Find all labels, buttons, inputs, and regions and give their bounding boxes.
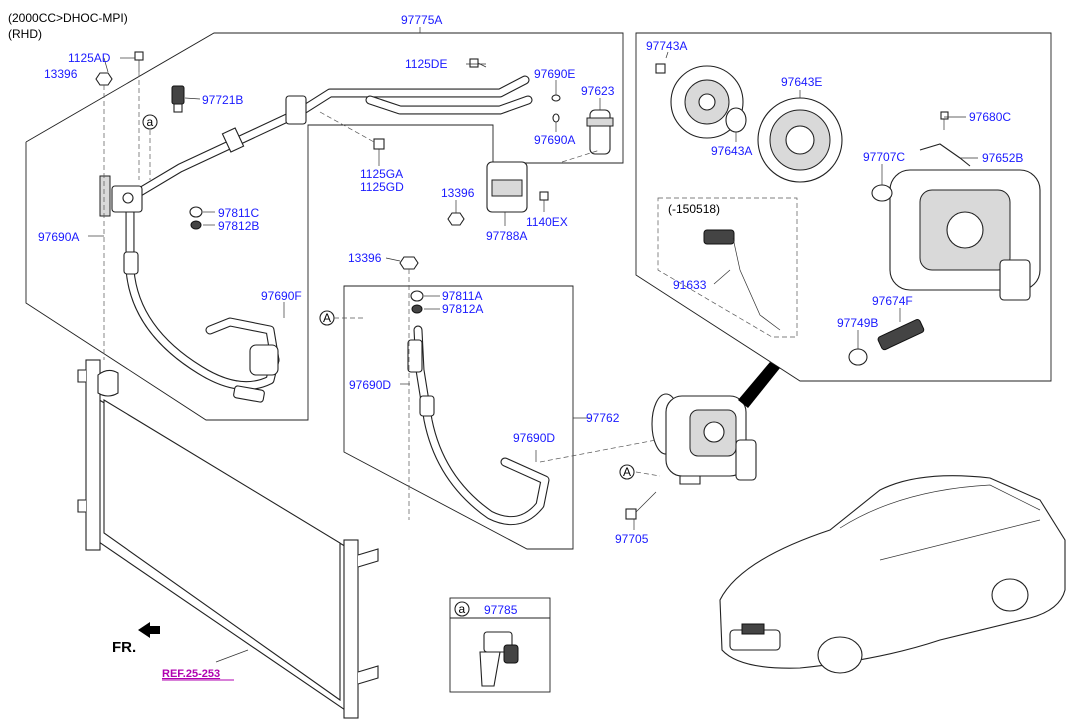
label-97690e: 97690E	[534, 67, 575, 81]
pressure-switch-97721b	[171, 85, 185, 113]
block-fitting-left	[99, 175, 143, 217]
label-97721b: 97721B	[202, 93, 243, 107]
o-ring-97690e	[551, 94, 561, 102]
ref-label[interactable]: REF.25-253	[162, 668, 220, 680]
label-97743a: 97743A	[646, 39, 687, 53]
bracket-97652b	[919, 143, 971, 167]
label-97643a: 97643A	[711, 144, 752, 158]
o-ring-97749b	[848, 348, 868, 366]
label-97707c: 97707C	[863, 150, 905, 164]
wiring-subframe	[657, 197, 798, 338]
compressor-group-frame	[635, 32, 1052, 382]
callout-a-upper	[142, 114, 158, 130]
label-150518: (-150518)	[668, 202, 720, 216]
label-91633: 91633	[673, 278, 707, 292]
guide-lines	[103, 72, 661, 520]
pulley-97643e	[757, 97, 843, 183]
label-97690d-b: 97690D	[513, 431, 555, 445]
switch-97674f	[877, 318, 925, 351]
o-ring-97812b	[190, 220, 202, 230]
label-97690a-left: 97690A	[38, 230, 79, 244]
snap-ring-97643a	[725, 107, 747, 133]
label-97690d-a: 97690D	[349, 378, 391, 392]
label-97785: 97785	[484, 603, 518, 617]
label-1125de: 1125DE	[405, 57, 447, 71]
label-13396-b: 13396	[441, 186, 475, 200]
label-97690a-top: 97690A	[534, 133, 575, 147]
condenser	[77, 359, 379, 719]
label-13396-c: 13396	[348, 251, 382, 265]
label-97788a: 97788A	[486, 229, 527, 243]
label-97643e: 97643E	[781, 75, 822, 89]
front-direction-label: FR.	[112, 639, 136, 656]
label-97652b: 97652B	[982, 151, 1023, 165]
nut-13396-upper	[95, 72, 113, 86]
label-97812b: 97812B	[218, 219, 259, 233]
callout-A-compressor	[619, 464, 635, 480]
label-1125gd: 1125GD	[360, 180, 404, 194]
receiver-drier-97623	[586, 109, 614, 155]
label-97674f: 97674F	[872, 294, 913, 308]
label-97705: 97705	[615, 532, 649, 546]
label-97775a: 97775A	[401, 13, 442, 27]
bracket-97785	[479, 631, 519, 687]
bolt-1125de	[469, 58, 487, 68]
bolt-1125ga	[373, 138, 385, 160]
callout-a-upper-text: a	[147, 115, 154, 129]
suction-hose-97762	[399, 256, 550, 526]
cap-97707c	[871, 184, 893, 202]
clutch-plate-97743a	[670, 65, 744, 139]
callout-A-left-text: A	[323, 311, 331, 325]
bolt-97743a	[655, 63, 666, 74]
label-1125ad: 1125AD	[68, 51, 111, 65]
label-97680c: 97680C	[969, 110, 1011, 124]
vehicle-illustration	[719, 475, 1066, 674]
hose-assembly-frame	[25, 32, 624, 421]
compressor-body-group	[889, 169, 1041, 301]
detail-arrow	[738, 362, 780, 408]
label-13396-a: 13396	[44, 67, 78, 81]
bolt-97705	[625, 491, 657, 520]
label-97749b: 97749B	[837, 316, 878, 330]
callout-box-97785	[449, 597, 551, 693]
discharge-hose-loop	[123, 200, 280, 403]
leader-lines	[88, 51, 978, 663]
o-ring-97811c	[189, 206, 203, 218]
harness-91633	[703, 229, 781, 331]
liquid-pipe-upper	[113, 75, 533, 210]
label-97811c: 97811C	[218, 206, 259, 220]
callout-A-compressor-text: A	[623, 465, 631, 479]
screw-97680c	[940, 111, 949, 130]
label-97812a: 97812A	[442, 302, 483, 316]
engine-spec: (2000CC>DHOC-MPI)	[8, 11, 128, 25]
label-97690f: 97690F	[261, 289, 302, 303]
bolt-1125ad	[134, 51, 144, 72]
o-ring-97690a-top	[552, 113, 560, 123]
drive-spec: (RHD)	[8, 27, 42, 41]
label-97811a: 97811A	[442, 289, 482, 303]
suction-hose-frame	[343, 285, 574, 550]
label-1140ex: 1140EX	[526, 215, 568, 229]
compressor-main	[651, 393, 757, 485]
bracket-97788a	[447, 161, 549, 226]
label-1125ga: 1125GA	[360, 167, 403, 181]
label-97623: 97623	[581, 84, 615, 98]
front-arrow-icon	[138, 622, 160, 638]
label-97762: 97762	[586, 411, 620, 425]
callout-a-text: a	[459, 602, 466, 616]
callout-a-marker	[454, 601, 470, 617]
